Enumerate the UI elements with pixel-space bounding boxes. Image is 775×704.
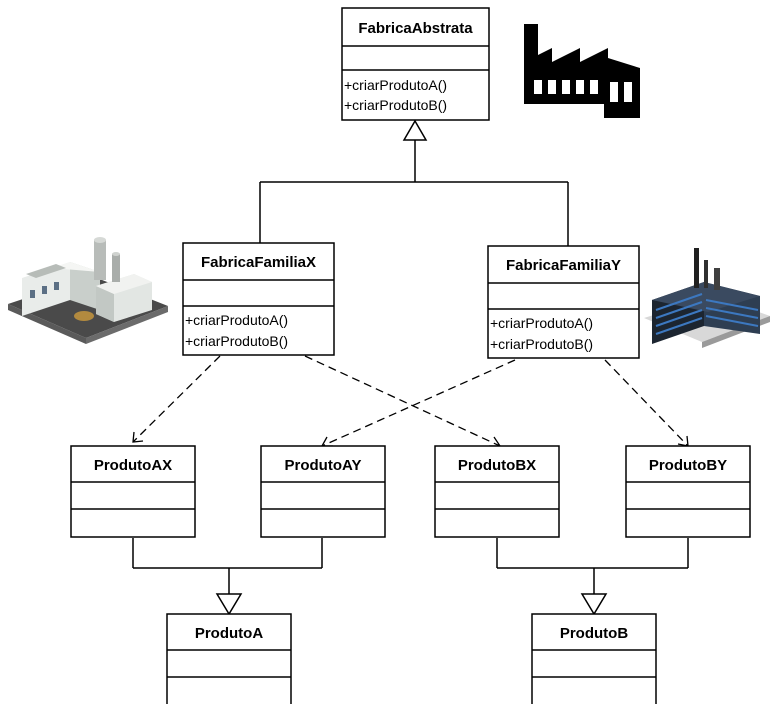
dependency-arrows — [132, 355, 689, 447]
class-produto-bx: ProdutoBX — [434, 445, 560, 538]
class-produto-b: ProdutoB — [531, 613, 657, 704]
class-name: ProdutoBX — [458, 457, 536, 474]
class-fabrica-abstrata: FabricaAbstrata +criarProdutoA() +criarP… — [341, 7, 490, 121]
class-name: ProdutoA — [195, 625, 263, 642]
dependency-x-to-ax — [132, 355, 221, 443]
operation: +criarProdutoA() — [490, 315, 593, 331]
dependency-y-to-by — [604, 359, 689, 447]
generalization-families — [259, 119, 569, 246]
class-name: FabricaAbstrata — [358, 20, 473, 37]
class-name: ProdutoBY — [649, 457, 727, 474]
class-produto-ax: ProdutoAX — [70, 445, 196, 538]
class-fabrica-familia-x: FabricaFamiliaX +criarProdutoA() +criarP… — [182, 242, 335, 356]
inheritance-arrowhead — [402, 119, 428, 141]
class-name: ProdutoAY — [285, 457, 362, 474]
generalization-produto-a — [132, 538, 323, 616]
dependency-y-to-ay — [321, 359, 516, 447]
factory-building-y-icon — [644, 248, 770, 348]
inheritance-arrowhead — [580, 593, 608, 616]
factory-silhouette-icon — [524, 24, 640, 118]
inheritance-arrowhead — [215, 593, 243, 616]
class-produto-by: ProdutoBY — [625, 445, 751, 538]
class-name: ProdutoB — [560, 625, 628, 642]
generalization-produto-b — [496, 538, 689, 616]
operation: +criarProdutoB() — [185, 333, 288, 349]
class-fabrica-familia-y: FabricaFamiliaY +criarProdutoA() +criarP… — [487, 245, 640, 359]
class-produto-ay: ProdutoAY — [260, 445, 386, 538]
dependency-x-to-bx — [304, 355, 501, 447]
operation: +criarProdutoB() — [490, 336, 593, 352]
class-name: ProdutoAX — [94, 457, 172, 474]
class-name: FabricaFamiliaY — [506, 257, 621, 274]
operation: +criarProdutoA() — [344, 77, 447, 93]
operation: +criarProdutoB() — [344, 97, 447, 113]
class-produto-a: ProdutoA — [166, 613, 292, 704]
class-name: FabricaFamiliaX — [201, 254, 316, 271]
operation: +criarProdutoA() — [185, 312, 288, 328]
factory-building-x-icon — [8, 237, 168, 344]
